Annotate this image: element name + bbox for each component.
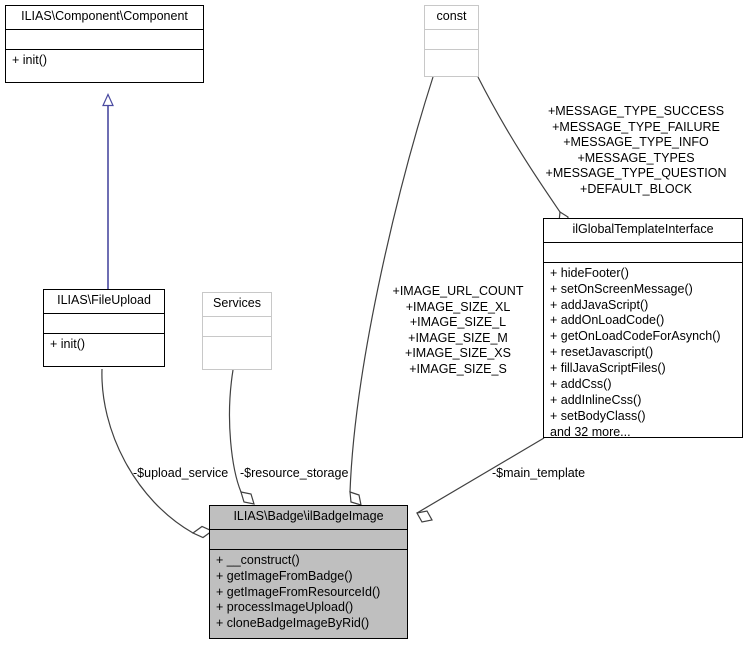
edge-label-main-template: -$main_template: [492, 466, 586, 480]
class-attributes: [210, 530, 407, 550]
operation-item: + getImageFromBadge(): [216, 568, 353, 583]
class-box-ilglobaltemplateinterface[interactable]: ilGlobalTemplateInterface + hideFooter()…: [543, 218, 743, 439]
edge-label-resource-storage: -$resource_storage: [240, 466, 349, 480]
class-operations: + init(): [6, 50, 203, 82]
class-title: ilGlobalTemplateInterface: [544, 219, 742, 243]
operation-item: + addInlineCss(): [550, 392, 642, 407]
operation-item: + init(): [50, 336, 86, 351]
operation-item: + fillJavaScriptFiles(): [550, 361, 666, 375]
operation-more: and 32 more...: [550, 424, 631, 439]
class-title: Services: [203, 293, 271, 317]
constant-item: +MESSAGE_TYPE_SUCCESS: [547, 104, 725, 118]
edge-aggregation-resource-storage: [228, 369, 255, 505]
class-title: ILIAS\Badge\ilBadgeImage: [210, 506, 407, 530]
operation-item: + addOnLoadCode(): [550, 313, 665, 328]
operation-item: + addCss(): [550, 376, 612, 391]
class-box-ilias-component-component[interactable]: ILIAS\Component\Component + init(): [5, 5, 204, 83]
class-attributes: [425, 30, 478, 50]
operation-item: + setOnScreenMessage(): [550, 281, 693, 296]
class-attributes: [6, 30, 203, 50]
class-attributes: [203, 317, 271, 337]
class-box-const[interactable]: const: [424, 5, 479, 77]
class-box-services[interactable]: Services: [202, 292, 272, 370]
constant-item: +IMAGE_SIZE_XS: [405, 346, 511, 360]
edge-label-message-constants: +MESSAGE_TYPE_SUCCESS +MESSAGE_TYPE_FAIL…: [528, 104, 744, 197]
operation-item: + cloneBadgeImageByRid(): [216, 616, 370, 631]
edge-aggregation-upload-service: [101, 368, 214, 539]
constant-item: +MESSAGE_TYPE_QUESTION: [545, 166, 727, 180]
operation-item: + __construct(): [216, 552, 300, 567]
edge-label-upload-service: -$upload_service: [133, 466, 229, 480]
class-attributes: [44, 314, 164, 334]
operation-item: + processImageUpload(): [216, 600, 354, 615]
operation-item: + getImageFromResourceId(): [216, 584, 381, 599]
operation-item: + addJavaScript(): [550, 297, 649, 312]
class-title: const: [425, 6, 478, 30]
operation-item: + resetJavascript(): [550, 345, 654, 360]
operation-item: + getOnLoadCodeForAsynch(): [550, 329, 721, 344]
constant-item: +IMAGE_SIZE_L: [409, 315, 507, 329]
constant-item: +MESSAGE_TYPE_INFO: [563, 135, 709, 149]
class-title: ILIAS\Component\Component: [6, 6, 203, 30]
edge-label-image-constants: +IMAGE_URL_COUNT +IMAGE_SIZE_XL +IMAGE_S…: [383, 284, 533, 377]
operation-item: + init(): [12, 52, 48, 67]
class-box-ilias-fileupload[interactable]: ILIAS\FileUpload + init(): [43, 289, 165, 367]
operation-item: + setBodyClass(): [550, 408, 646, 423]
class-attributes: [544, 243, 742, 263]
constant-item: +IMAGE_SIZE_S: [409, 361, 507, 376]
constant-item: +MESSAGE_TYPES: [577, 150, 695, 165]
class-operations: [425, 50, 478, 76]
operation-item: + hideFooter(): [550, 265, 629, 280]
class-box-ilias-badge-ilbadgeimage[interactable]: ILIAS\Badge\ilBadgeImage + __construct()…: [209, 505, 408, 639]
class-title: ILIAS\FileUpload: [44, 290, 164, 314]
class-operations: + init(): [44, 334, 164, 366]
class-operations: + __construct() + getImageFromBadge() + …: [210, 550, 407, 638]
constant-item: +MESSAGE_TYPE_FAILURE: [552, 119, 720, 134]
constant-item: +IMAGE_SIZE_XL: [405, 299, 511, 314]
constant-item: +IMAGE_SIZE_M: [408, 330, 508, 345]
class-operations: [203, 337, 271, 369]
constant-item: +IMAGE_URL_COUNT: [392, 284, 524, 298]
constant-item: +DEFAULT_BLOCK: [580, 181, 692, 196]
class-operations: + hideFooter() + setOnScreenMessage() + …: [544, 263, 742, 445]
